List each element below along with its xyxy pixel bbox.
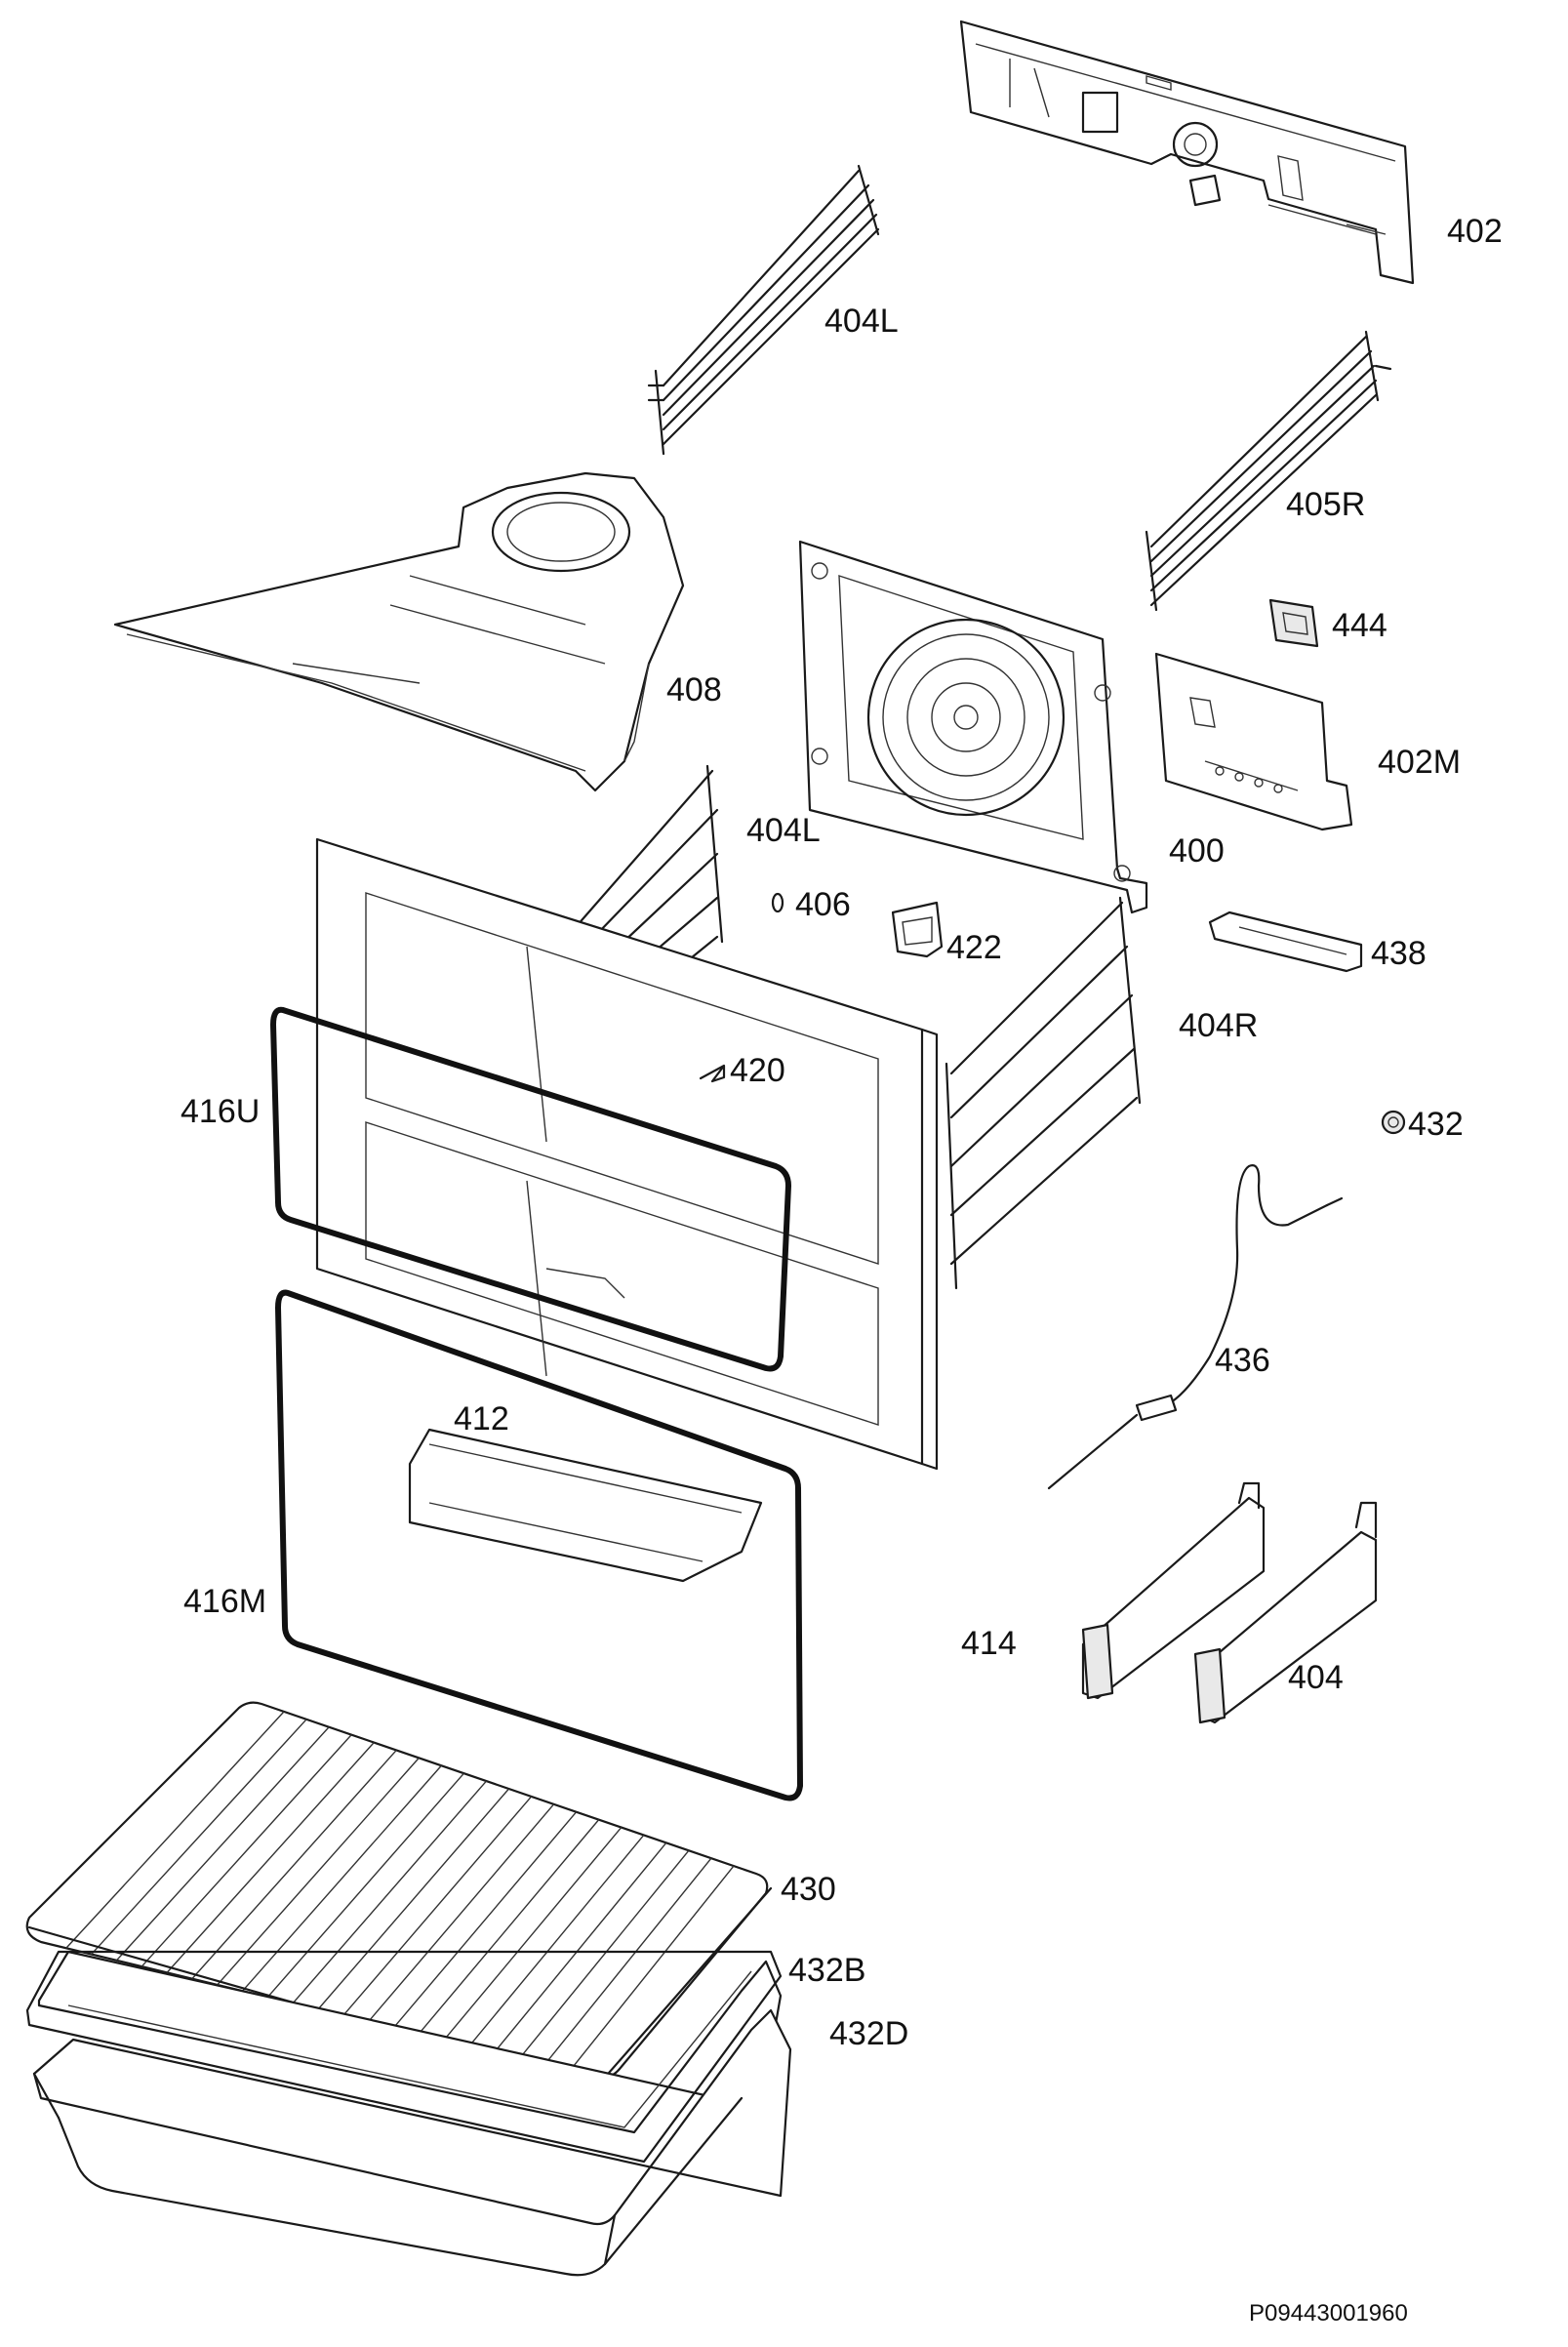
label-432: 432 [1408, 1106, 1464, 1143]
label-416M: 416M [183, 1583, 266, 1620]
rack-bars [65, 1711, 735, 2072]
part-405R-runner [1145, 330, 1392, 612]
rack-bar [543, 1857, 712, 2065]
part-432D-deep-pan [32, 2008, 792, 2277]
part-406-small-component [771, 892, 784, 913]
part-404-bottom-runners [1081, 1481, 1378, 1724]
part-436-meat-probe [1047, 1164, 1344, 1490]
part-432-knob [1381, 1110, 1406, 1135]
rack-bar [468, 1835, 645, 2047]
label-422: 422 [946, 929, 1002, 966]
part-432B-tray [25, 1950, 783, 2164]
label-408: 408 [666, 671, 722, 708]
rack-bar [317, 1788, 510, 2010]
label-405R: 405R [1286, 486, 1365, 523]
rack-bar [292, 1780, 487, 2004]
label-436: 436 [1215, 1342, 1270, 1379]
rack-bar [166, 1742, 375, 1973]
rack-bar [569, 1865, 735, 2072]
rack-bar [342, 1796, 533, 2016]
label-430: 430 [781, 1871, 836, 1908]
label-416U: 416U [181, 1093, 260, 1130]
label-432D: 432D [829, 2015, 908, 2052]
label-400: 400 [1169, 832, 1225, 870]
part-402-control-plate [959, 20, 1415, 285]
label-420: 420 [730, 1052, 785, 1089]
label-414: 414 [961, 1625, 1017, 1662]
part-430-wire-rack [25, 1701, 773, 2090]
part-402M-control-plate [1154, 652, 1353, 831]
rack-bar [418, 1819, 600, 2035]
label-404: 404 [1288, 1659, 1344, 1696]
rack-bar [494, 1841, 667, 2053]
part-416M-gasket [275, 1289, 803, 1801]
rack-bar [91, 1719, 307, 1956]
rack-bar [115, 1726, 330, 1962]
part-416U-gasket [270, 1006, 791, 1372]
part-404R-runner [945, 896, 1142, 1290]
part-414-cavity-frame [315, 837, 939, 1471]
rack-bar [141, 1734, 352, 1967]
part-400-fan-panel [798, 540, 1148, 914]
label-432B: 432B [788, 1952, 865, 1989]
label-438: 438 [1371, 935, 1427, 972]
rack-bar [519, 1849, 690, 2059]
part-420-screw [699, 1064, 726, 1083]
label-404L-mid: 404L [746, 812, 821, 849]
label-404L-top: 404L [824, 303, 899, 340]
part-444-lamp [1268, 598, 1319, 648]
label-404R: 404R [1179, 1007, 1258, 1044]
label-412: 412 [454, 1400, 509, 1437]
label-444: 444 [1332, 607, 1387, 644]
rack-bar [392, 1811, 578, 2029]
rack-bar [266, 1772, 464, 1998]
part-408-deflector [113, 471, 685, 792]
part-labels: 402 404L 405R 444 408 402M 404L 400 406 … [181, 213, 1503, 2327]
part-412-inner-tray [408, 1428, 763, 1583]
label-406: 406 [795, 886, 851, 923]
rack-bar [217, 1757, 420, 1986]
part-404L-upper-runner [647, 164, 880, 456]
rack-bar [242, 1764, 442, 1992]
label-402M: 402M [1378, 744, 1461, 781]
rack-bar [191, 1749, 397, 1980]
part-422-lamp-holder [891, 901, 944, 958]
drawing-code: P09443001960 [1249, 2300, 1408, 2327]
rack-bar [65, 1711, 285, 1949]
rack-bar [443, 1827, 623, 2041]
part-438-bracket [1208, 910, 1363, 973]
label-402: 402 [1447, 213, 1503, 250]
rack-bar [368, 1803, 555, 2022]
